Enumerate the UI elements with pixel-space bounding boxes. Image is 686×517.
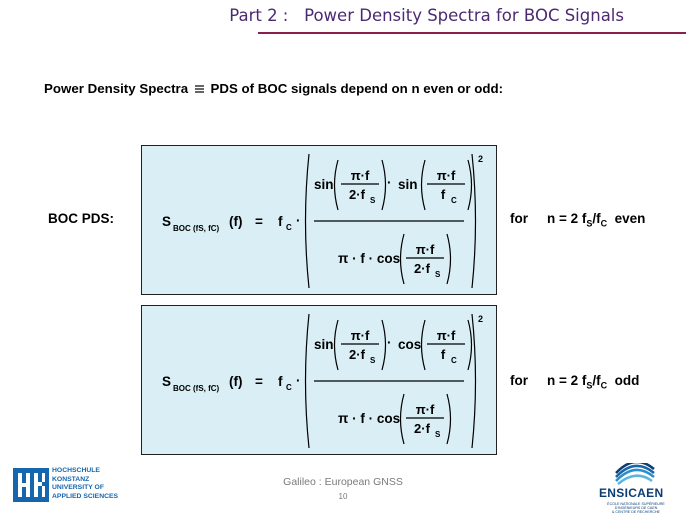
frac1-denominator: 2·f bbox=[349, 347, 366, 362]
ens-sub-line: & CENTRE DE RECHERCHE bbox=[612, 510, 660, 515]
inner3-close-paren bbox=[446, 233, 452, 285]
numerator-func1: sin bbox=[314, 337, 334, 352]
frac1-numerator: π·f bbox=[351, 328, 370, 343]
cond-c: C bbox=[600, 218, 608, 229]
equals-sign: = bbox=[255, 214, 263, 229]
frac3-numerator: π·f bbox=[416, 242, 435, 257]
frac3-denominator: 2·f bbox=[414, 421, 431, 436]
ens-sub-line: ÉCOLE NATIONALE SUPÉRIEURE D'INGÉNIEURS … bbox=[607, 502, 665, 511]
ensicaen-logo-icon bbox=[615, 463, 655, 485]
inner-dot: · bbox=[387, 335, 392, 350]
cond-mid: /f bbox=[592, 373, 601, 388]
cond-post: even bbox=[607, 211, 646, 226]
inner3-open-paren bbox=[399, 393, 405, 445]
equals-sign: = bbox=[255, 374, 263, 389]
pds-symbol: S bbox=[162, 374, 171, 389]
inner3-open-paren bbox=[399, 233, 405, 285]
exponent: 2 bbox=[478, 314, 483, 324]
frac2-numerator: π·f bbox=[437, 168, 456, 183]
inner1-open-paren bbox=[333, 159, 339, 211]
denominator-prefix: π · f · cos bbox=[338, 251, 400, 266]
inner1-close-paren bbox=[381, 319, 387, 371]
outer-open-paren bbox=[304, 153, 310, 289]
pds-argument: (f) bbox=[229, 374, 243, 389]
footer-title: Galileo : European GNSS bbox=[283, 476, 403, 488]
pds-subscript: BOC (fS, fC) bbox=[173, 224, 220, 233]
for-label-odd: for bbox=[510, 373, 528, 388]
intro-text: Power Density Spectra PDS of BOC signals… bbox=[44, 81, 503, 96]
for-label-even: for bbox=[510, 211, 528, 226]
frac2-denominator: f bbox=[441, 347, 446, 362]
frac3-numerator: π·f bbox=[416, 402, 435, 417]
frac3-denominator-sub: S bbox=[435, 270, 441, 279]
equiv-symbol bbox=[194, 85, 204, 94]
cond-s: S bbox=[586, 218, 593, 229]
ensicaen-subtitle: ÉCOLE NATIONALE SUPÉRIEURE D'INGÉNIEURS … bbox=[598, 502, 674, 515]
numerator-func1: sin bbox=[314, 177, 334, 192]
intro-after: PDS of BOC signals depend on n even or o… bbox=[210, 81, 504, 96]
inner2-close-paren bbox=[467, 159, 473, 211]
cond-pre: n = 2 f bbox=[547, 373, 587, 388]
frac3-denominator-sub: S bbox=[435, 430, 441, 439]
numerator-func2: sin bbox=[398, 177, 418, 192]
cond-mid: /f bbox=[592, 211, 601, 226]
inner2-open-paren bbox=[420, 319, 426, 371]
multiply-dot: · bbox=[296, 373, 301, 388]
inner2-close-paren bbox=[467, 319, 473, 371]
pds-symbol: S bbox=[162, 214, 171, 229]
condition-even: n = 2 fS/fC even bbox=[547, 211, 645, 229]
fc-factor: f bbox=[278, 214, 283, 229]
cond-pre: n = 2 f bbox=[547, 211, 587, 226]
pds-argument: (f) bbox=[229, 214, 243, 229]
denominator-prefix: π · f · cos bbox=[338, 411, 400, 426]
pds-subscript: BOC (fS, fC) bbox=[173, 384, 220, 393]
boc-pds-label: BOC PDS: bbox=[48, 211, 115, 226]
cond-s: S bbox=[586, 380, 593, 391]
page-number: 10 bbox=[338, 492, 348, 501]
inner1-close-paren bbox=[381, 159, 387, 211]
outer-close-paren bbox=[471, 153, 477, 289]
hs-line: HOCHSCHULE bbox=[52, 467, 100, 474]
outer-open-paren bbox=[304, 313, 310, 449]
title-underline bbox=[258, 32, 686, 34]
multiply-dot: · bbox=[296, 213, 301, 228]
frac1-denominator-sub: S bbox=[370, 356, 376, 365]
hochschule-logo-icon bbox=[13, 468, 49, 502]
frac1-denominator-sub: S bbox=[370, 196, 376, 205]
hs-line: APPLIED SCIENCES bbox=[52, 492, 119, 500]
intro-before: Power Density Spectra bbox=[44, 81, 189, 96]
numerator-func2: cos bbox=[398, 337, 421, 352]
fc-factor: f bbox=[278, 374, 283, 389]
inner3-close-paren bbox=[446, 393, 452, 445]
frac1-denominator: 2·f bbox=[349, 187, 366, 202]
inner2-open-paren bbox=[420, 159, 426, 211]
inner-dot: · bbox=[387, 175, 392, 190]
hs-line: UNIVERSITY OF bbox=[52, 484, 104, 492]
frac2-denominator-sub: C bbox=[451, 356, 457, 365]
frac2-numerator: π·f bbox=[437, 328, 456, 343]
cond-post: odd bbox=[607, 373, 640, 388]
hochschule-name: HOCHSCHULE KONSTANZ UNIVERSITY OF APPLIE… bbox=[52, 467, 118, 501]
exponent: 2 bbox=[478, 154, 483, 164]
frac2-denominator-sub: C bbox=[451, 196, 457, 205]
inner1-open-paren bbox=[333, 319, 339, 371]
hs-line: KONSTANZ bbox=[52, 475, 90, 483]
frac2-denominator: f bbox=[441, 187, 446, 202]
outer-close-paren bbox=[471, 313, 477, 449]
slide-title: Part 2 : Power Density Spectra for BOC S… bbox=[229, 6, 624, 25]
condition-odd: n = 2 fS/fC odd bbox=[547, 373, 639, 391]
fc-factor-sub: C bbox=[286, 383, 292, 392]
ensicaen-name: ENSICAEN bbox=[599, 486, 664, 500]
cond-c: C bbox=[600, 380, 608, 391]
fc-factor-sub: C bbox=[286, 223, 292, 232]
frac1-numerator: π·f bbox=[351, 168, 370, 183]
frac3-denominator: 2·f bbox=[414, 261, 431, 276]
